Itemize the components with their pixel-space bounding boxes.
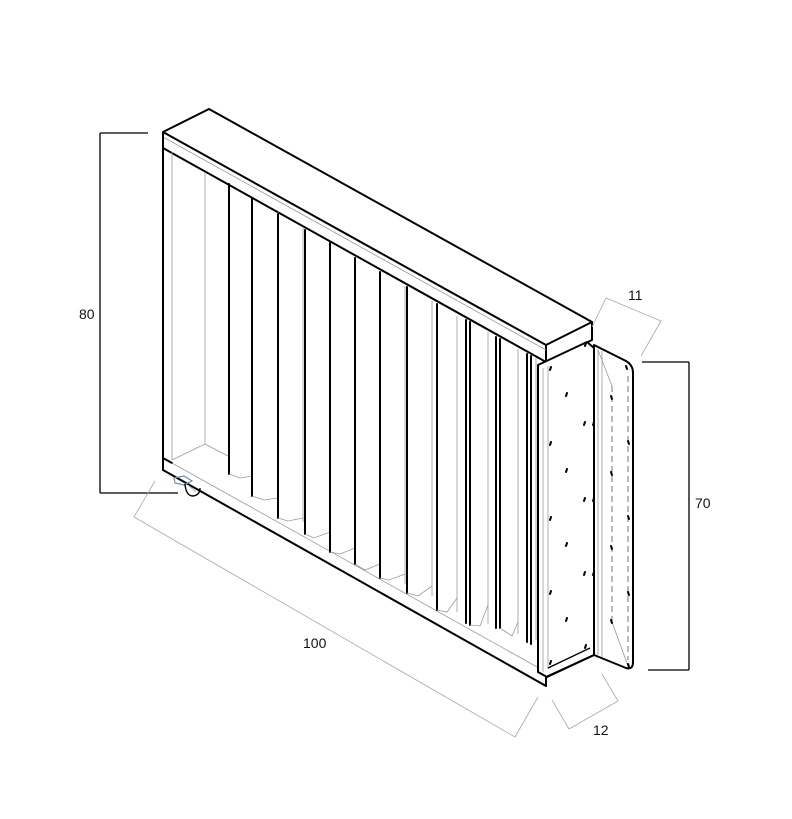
- partitions: [228, 183, 537, 645]
- dimension-height-70: [642, 361, 690, 671]
- dimension-label-80: 80: [79, 306, 95, 322]
- dimension-label-11: 11: [628, 287, 643, 303]
- dimension-label-70: 70: [695, 495, 711, 511]
- dimension-length-100: [133, 480, 539, 738]
- dimension-label-12: 12: [593, 722, 609, 738]
- right-door-outer: [593, 344, 634, 670]
- partition-12: [526, 353, 537, 645]
- partition-1: [228, 183, 253, 479]
- left-end-panel: [162, 131, 229, 464]
- caster-wheel: [173, 475, 201, 497]
- dimension-height-80: [99, 132, 178, 494]
- partition-4: [304, 229, 331, 540]
- dimension-depth-11: [591, 297, 662, 357]
- top-board: [162, 108, 593, 363]
- partition-7: [379, 271, 406, 584]
- dimension-depth-12: [551, 673, 619, 730]
- partition-3: [277, 213, 304, 522]
- partition-5: [329, 242, 356, 555]
- partition-9: [436, 303, 458, 613]
- partition-6: [354, 257, 381, 571]
- partition-8: [406, 286, 433, 597]
- partition-2: [251, 197, 279, 501]
- partition-10: [465, 319, 489, 627]
- partition-11: [495, 336, 519, 637]
- screw-marks: [549, 342, 630, 668]
- right-door-inner: [537, 341, 595, 678]
- dimension-label-100: 100: [303, 635, 327, 651]
